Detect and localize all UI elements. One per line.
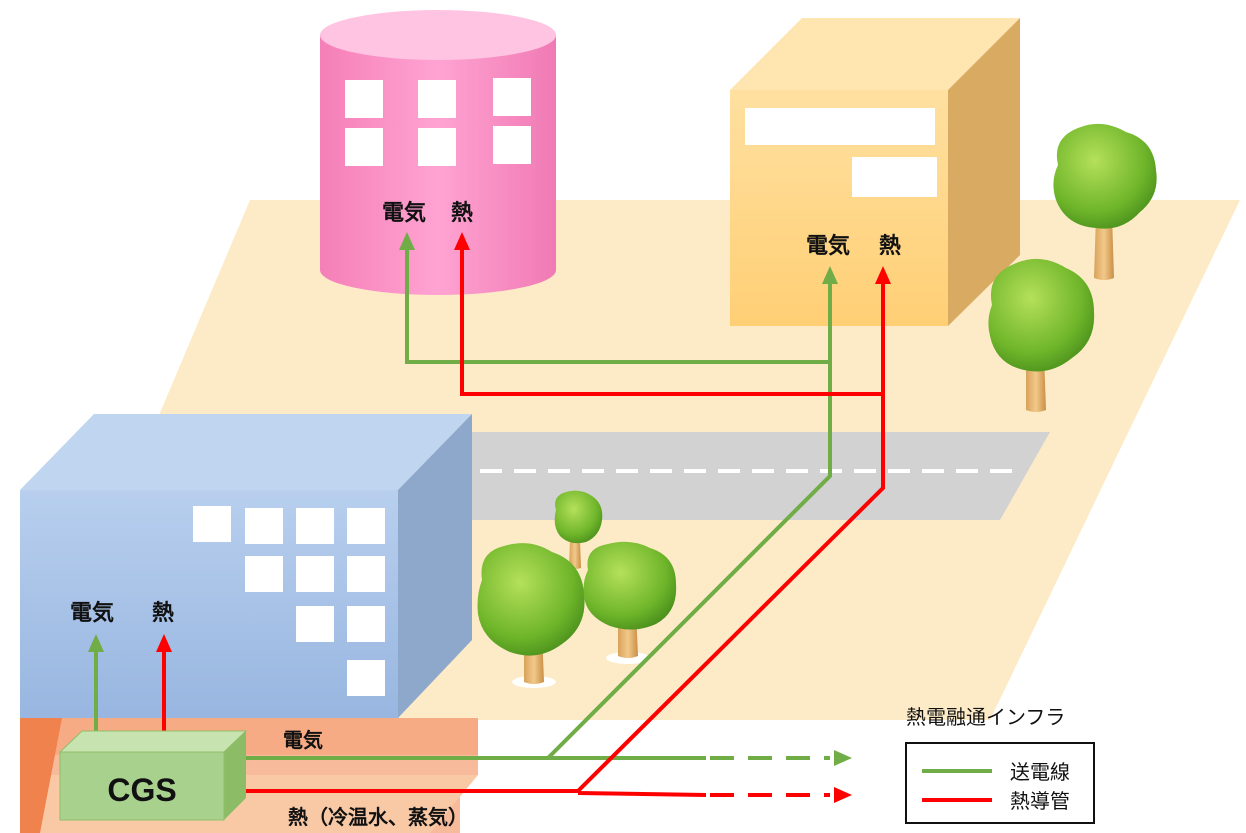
blue-windows	[193, 506, 385, 696]
blue-building: 電気 熱	[20, 414, 472, 718]
cgs-label: CGS	[107, 772, 176, 808]
cylinder-windows	[345, 78, 531, 166]
electric-lines	[94, 248, 832, 760]
heat-line-label: 熱（冷温水、蒸気）	[288, 805, 468, 829]
base-zone-left	[20, 718, 62, 833]
road	[420, 432, 1050, 520]
yellow-elec-label: 電気	[806, 233, 850, 259]
legend-title: 熱電融通インフラ	[906, 705, 1065, 729]
tree-right-top	[1053, 123, 1157, 280]
blue-elec-label: 電気	[70, 600, 114, 626]
tree-center-small	[554, 490, 603, 569]
yellow-windows	[745, 108, 937, 197]
legend-heat-label: 熱導管	[1010, 789, 1070, 813]
yellow-building: 電気 熱	[730, 18, 1020, 326]
blue-heat-label: 熱	[152, 600, 174, 626]
tree-right-bottom	[988, 258, 1095, 412]
tree-center-right	[583, 541, 677, 664]
cylinder-heat-label: 熱	[451, 200, 473, 226]
legend-electric-label: 送電線	[1010, 760, 1070, 784]
cgs-unit: CGS	[58, 730, 248, 821]
electric-arrowheads	[88, 232, 852, 766]
yellow-heat-label: 熱	[879, 233, 901, 259]
heat-arrowheads	[156, 232, 891, 803]
cylinder-building: 電気 熱	[320, 10, 556, 295]
legend: 熱電融通インフラ 送電線 熱導管	[905, 705, 1095, 824]
electric-line-label: 電気	[283, 728, 323, 752]
heat-lines	[162, 248, 885, 797]
tree-center-left	[477, 543, 585, 688]
legend-box	[905, 742, 1095, 824]
cylinder-elec-label: 電気	[382, 200, 426, 226]
